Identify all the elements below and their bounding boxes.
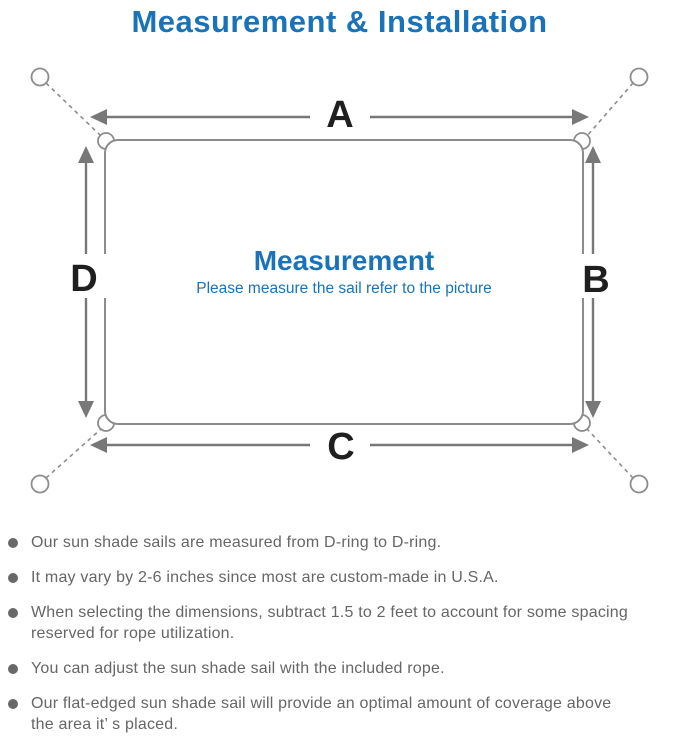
sail-center-subheading: Please measure the sail refer to the pic… xyxy=(196,280,492,297)
note-line: It may vary by 2-6 inches since most are… xyxy=(31,569,499,586)
guy-line-bottom-left xyxy=(45,428,102,479)
note-text: Our sun shade sails are measured from D-… xyxy=(31,532,441,553)
guy-lines xyxy=(45,82,634,479)
note-text: When selecting the dimensions, subtract … xyxy=(31,602,628,644)
page-title: Measurement & Installation xyxy=(131,4,548,39)
note-item: Our sun shade sails are measured from D-… xyxy=(8,532,673,553)
anchor-circle-bottom-right xyxy=(629,474,649,494)
note-item: You can adjust the sun shade sail with t… xyxy=(8,658,673,679)
bullet-dot xyxy=(8,608,18,618)
note-item: It may vary by 2-6 inches since most are… xyxy=(8,567,673,588)
note-item: When selecting the dimensions, subtract … xyxy=(8,602,673,644)
note-line: You can adjust the sun shade sail with t… xyxy=(31,660,445,677)
label-gap-c xyxy=(310,427,370,464)
arrowhead-d-down xyxy=(78,401,94,418)
arrowhead-a-right xyxy=(572,109,589,125)
arrowhead-c-left xyxy=(90,437,107,453)
dim-label-b: B xyxy=(582,259,609,301)
dim-arrow-c: C xyxy=(90,426,589,468)
anchor-points xyxy=(30,67,649,494)
bullet-dot xyxy=(8,538,18,548)
bullet-dot xyxy=(8,573,18,583)
notes-list: Our sun shade sails are measured from D-… xyxy=(0,524,679,739)
note-line: When selecting the dimensions, subtract … xyxy=(31,604,628,621)
note-item: Our flat-edged sun shade sail will provi… xyxy=(8,693,673,735)
note-text: Our flat-edged sun shade sail will provi… xyxy=(31,693,611,735)
note-line: Our flat-edged sun shade sail will provi… xyxy=(31,695,612,712)
anchor-circle-bottom-left xyxy=(30,474,50,494)
note-text: You can adjust the sun shade sail with t… xyxy=(31,658,445,679)
anchor-circle-top-left xyxy=(30,67,50,87)
label-gap-d xyxy=(62,254,108,298)
guy-line-top-left xyxy=(45,82,102,137)
note-line: Our sun shade sails are measured from D-… xyxy=(31,534,442,551)
arrowhead-a-left xyxy=(90,109,107,125)
arrowhead-b-up xyxy=(585,146,601,163)
measurement-diagram: Measurement Please measure the sail refe… xyxy=(30,67,649,494)
guy-line-bottom-right xyxy=(586,428,634,479)
bullet-dot xyxy=(8,664,18,674)
sail-center-heading: Measurement xyxy=(254,245,435,276)
label-gap-a xyxy=(310,96,370,138)
anchor-circle-top-right xyxy=(629,67,649,87)
bullet-dot xyxy=(8,699,18,709)
note-text: It may vary by 2-6 inches since most are… xyxy=(31,567,499,588)
dim-arrow-b: B xyxy=(571,146,619,418)
dim-arrow-a: A xyxy=(90,94,589,138)
arrowhead-b-down xyxy=(585,401,601,418)
note-line: reserved for rope utilization. xyxy=(31,625,235,642)
guy-line-top-right xyxy=(586,82,634,137)
arrowhead-c-right xyxy=(572,437,589,453)
dim-arrow-d: D xyxy=(62,146,108,418)
arrowhead-d-up xyxy=(78,146,94,163)
dim-label-a: A xyxy=(326,94,353,136)
dim-label-c: C xyxy=(327,426,354,468)
note-line: the area it’ s placed. xyxy=(31,716,179,733)
dim-label-d: D xyxy=(70,258,97,300)
label-gap-b xyxy=(571,254,619,298)
